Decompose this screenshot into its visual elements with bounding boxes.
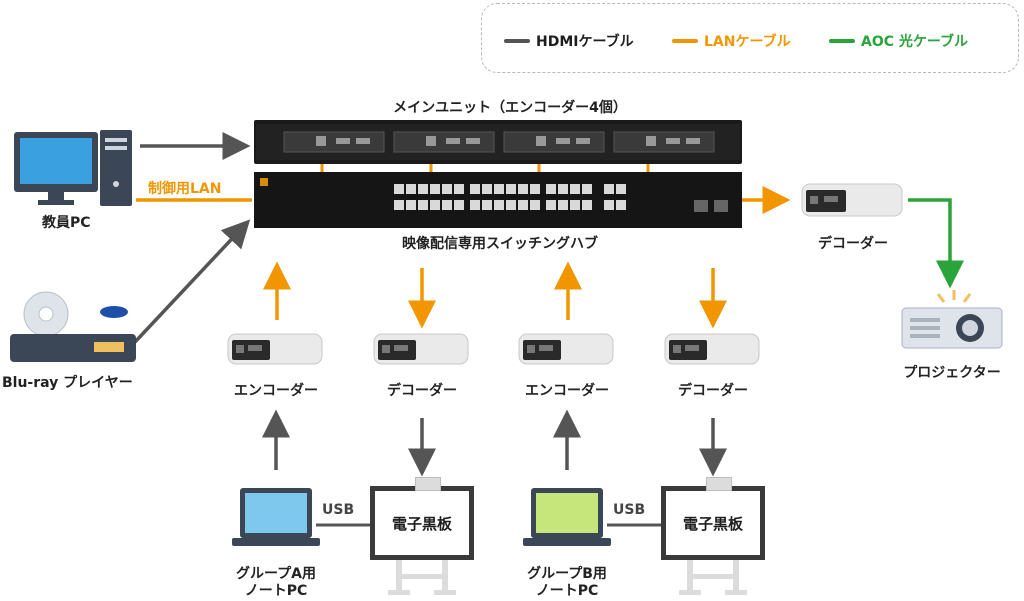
legend-hdmi: HDMIケーブル [504, 31, 634, 51]
whiteboard-b: 電子黒板 [661, 477, 765, 560]
usb-b-label: USB [613, 502, 646, 518]
decoder-a-label: デコーダー [387, 383, 457, 399]
whiteboard-a-stand [388, 560, 456, 595]
decoder-b-device [663, 330, 763, 368]
legend: HDMIケーブル LANケーブル AOC 光ケーブル [481, 3, 1019, 73]
encoder-b-label: エンコーダー [525, 383, 609, 399]
desktop-pc-icon [12, 128, 132, 208]
bluray-player-icon [10, 290, 136, 366]
encoder-b-device [517, 330, 617, 368]
laptop-b-label-line1: グループB用 [527, 566, 607, 582]
laptop-b-icon [523, 486, 611, 550]
whiteboard-b-stand [679, 560, 747, 595]
board-b-label: 電子黒板 [682, 515, 743, 533]
bluray-label: Blu-ray プレイヤー [2, 375, 133, 391]
encoder-a-label: エンコーダー [234, 383, 318, 399]
usb-a-label: USB [322, 502, 355, 518]
main-unit-slots [256, 124, 740, 160]
whiteboard-a: 電子黒板 [370, 477, 474, 560]
decoder-b-label: デコーダー [678, 383, 748, 399]
laptop-a-label-line1: グループA用 [236, 566, 316, 582]
laptop-b-label: グループB用 ノートPC [509, 566, 625, 600]
laptop-a-label-line2: ノートPC [244, 583, 308, 599]
legend-aoc-label: AOC 光ケーブル [861, 34, 969, 50]
whiteboard-b-clip [706, 477, 732, 491]
legend-hdmi-label: HDMIケーブル [536, 34, 634, 50]
projector-label: プロジェクター [903, 365, 1001, 381]
aoc-decoder-to-projector [908, 198, 964, 289]
legend-lan-label: LANケーブル [704, 34, 791, 50]
teacher-pc-label: 教員PC [42, 215, 91, 231]
hdmi-bluray-to-hub [133, 219, 251, 344]
legend-lan: LANケーブル [672, 31, 791, 51]
legend-aoc: AOC 光ケーブル [829, 31, 968, 51]
board-a-label: 電子黒板 [391, 515, 452, 533]
legend-lan-swatch [672, 39, 698, 43]
control-lan-label: 制御用LAN [148, 181, 222, 197]
decoder-right-device [800, 180, 906, 220]
main-unit-label: メインユニット（エンコーダー4個） [393, 100, 627, 116]
hub-ports [254, 172, 742, 228]
legend-aoc-swatch [829, 39, 855, 43]
decoder-right-label: デコーダー [818, 236, 888, 252]
projector-icon [900, 288, 1004, 354]
laptop-a-label: グループA用 ノートPC [218, 566, 334, 600]
switching-hub [254, 172, 742, 228]
main-unit [254, 120, 742, 164]
encoder-a-device [226, 330, 326, 368]
laptop-b-label-line2: ノートPC [535, 583, 599, 599]
decoder-a-device [372, 330, 472, 368]
whiteboard-a-clip [415, 477, 441, 491]
legend-hdmi-swatch [504, 39, 530, 43]
laptop-a-icon [232, 486, 320, 550]
hub-label: 映像配信専用スイッチングハブ [402, 236, 598, 252]
